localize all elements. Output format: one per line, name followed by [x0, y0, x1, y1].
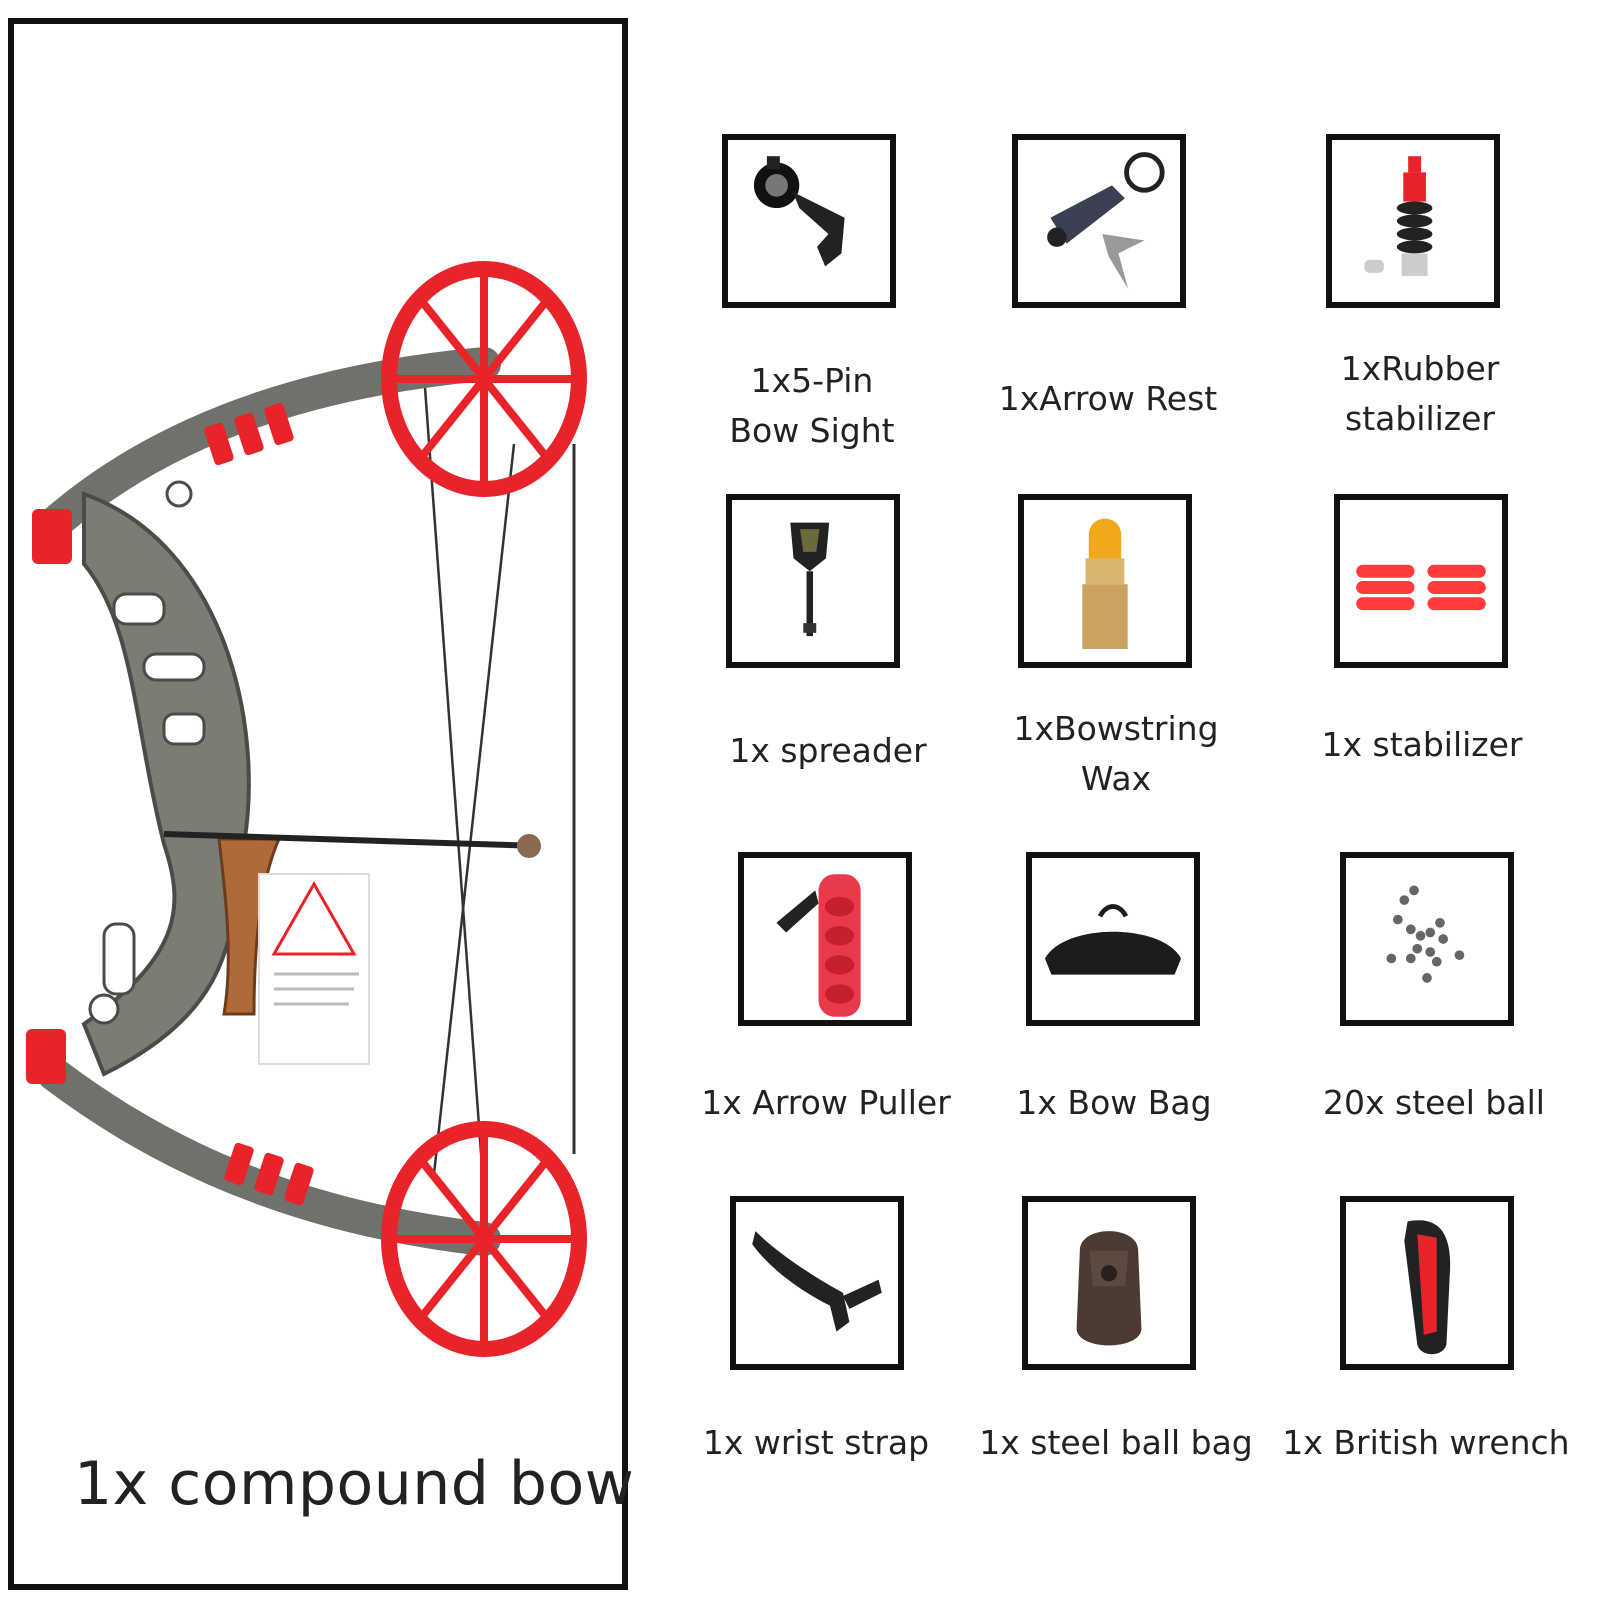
accessory-british-wrench: 1x British wrench: [1276, 1192, 1576, 1552]
bow-sight-icon: [722, 134, 896, 308]
accessory-spreader: 1x spreader: [678, 490, 978, 850]
accessory-label: 1x Bow Bag: [1016, 1083, 1212, 1122]
accessory-label: 1x spreader: [729, 731, 927, 770]
accessory-bow-bag: 1x Bow Bag: [964, 848, 1264, 1208]
release-spreader-icon: [726, 494, 900, 668]
accessory-label: 1xBowstring Wax: [1013, 709, 1219, 798]
accessory-label: 1x Arrow Puller: [701, 1083, 951, 1122]
accessory-label: 1xArrow Rest: [998, 379, 1218, 418]
accessory-label: 1x wrist strap: [702, 1423, 930, 1462]
accessory-label: 1x stabilizer: [1321, 725, 1523, 764]
wrist-strap-icon: [730, 1196, 904, 1370]
accessory-label: 1x British wrench: [1282, 1423, 1570, 1462]
arrow-rest-icon: [1012, 134, 1186, 308]
accessory-arrow-rest: 1xArrow Rest: [958, 130, 1258, 490]
accessory-steel-ball: 20x steel ball: [1284, 848, 1584, 1208]
accessory-rubber-stabilizer: 1xRubber stabilizer: [1270, 130, 1570, 490]
accessory-label: 20x steel ball: [1323, 1083, 1545, 1122]
arrow-puller-icon: [738, 852, 912, 1026]
accessory-bow-sight: 1x5-Pin Bow Sight: [662, 130, 962, 490]
steel-ball-bag-icon: [1022, 1196, 1196, 1370]
accessory-arrow-puller: 1x Arrow Puller: [676, 848, 976, 1208]
compound-bow-icon: [26, 261, 587, 1357]
bow-bag-icon: [1026, 852, 1200, 1026]
rubber-stabilizer-icon: [1326, 134, 1500, 308]
accessory-steel-ball-bag: 1x steel ball bag: [966, 1192, 1266, 1552]
accessory-label: 1x5-Pin Bow Sight: [729, 361, 895, 450]
compound-bow-panel: 1x compound bow: [8, 18, 634, 1590]
accessory-label: 1x steel ball bag: [979, 1423, 1253, 1462]
bowstring-wax-icon: [1018, 494, 1192, 668]
accessory-bowstring-wax: 1xBowstring Wax: [966, 490, 1266, 850]
string-stabilizer-icon: [1334, 494, 1508, 668]
accessory-wrist-strap: 1x wrist strap: [666, 1192, 966, 1552]
compound-bow-caption: 1x compound bow: [74, 1449, 635, 1519]
accessory-stabilizer: 1x stabilizer: [1272, 490, 1572, 850]
steel-ball-icon: [1340, 852, 1514, 1026]
allen-wrench-icon: [1340, 1196, 1514, 1370]
accessory-label: 1xRubber stabilizer: [1340, 349, 1500, 438]
